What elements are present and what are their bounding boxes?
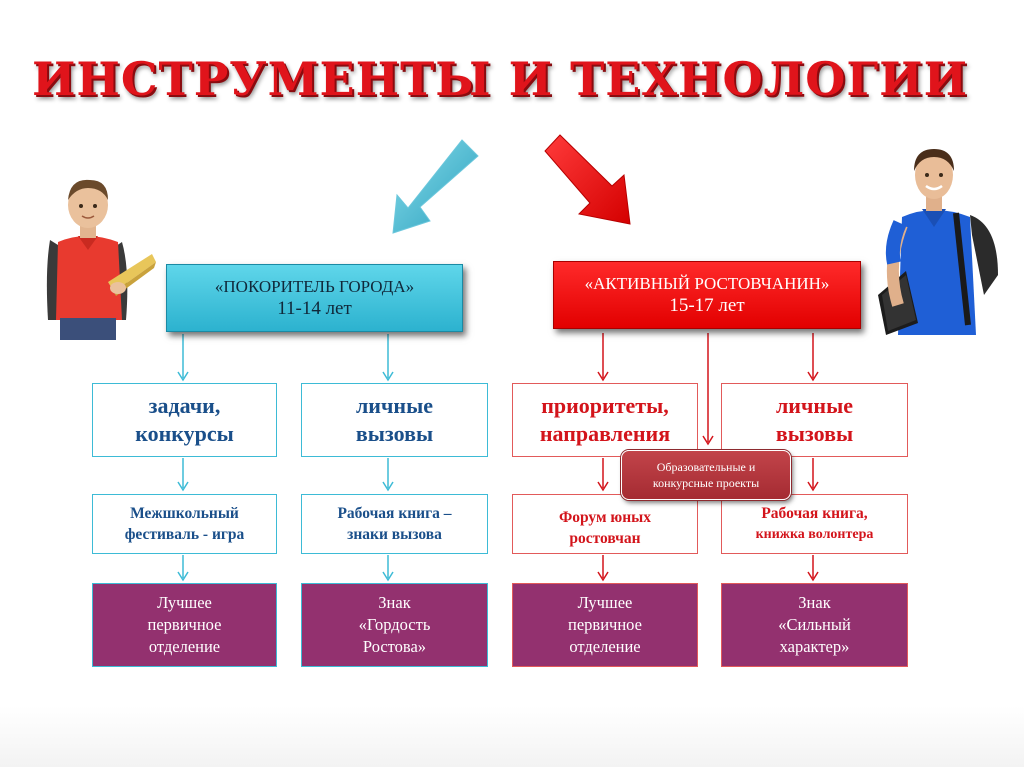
box-workbook-signs: Рабочая книга – знаки вызова: [301, 494, 488, 554]
box-line: знаки вызова: [347, 526, 442, 543]
box-line: приоритеты,: [541, 393, 669, 418]
box-line: вызовы: [355, 421, 434, 446]
boy-with-backpack-illustration: [46, 179, 156, 340]
box-personal-challenges: личные вызовы: [301, 383, 488, 457]
box-line: личные: [355, 393, 434, 418]
box-line: фестиваль - игра: [124, 526, 245, 543]
red-diagonal-arrow: [544, 134, 631, 225]
box-line: отделение: [148, 637, 221, 656]
teen-with-backpack-illustration: [878, 149, 998, 335]
callout-educational-projects: Образовательные и конкурсные проекты: [621, 450, 791, 500]
box-priorities-directions: приоритеты, направления: [512, 383, 698, 457]
box-line: Знак: [378, 593, 411, 612]
box-line: Знак: [798, 593, 831, 612]
box-line: конкурсы: [135, 421, 234, 446]
box-line: Лучшее: [157, 593, 212, 612]
box-line: книжка волонтера: [755, 527, 874, 542]
box-youth-forum: Форум юных ростовчан: [512, 494, 698, 554]
box-line: Ростова»: [362, 637, 427, 656]
red-connectors: [597, 333, 819, 582]
box-line: личные: [775, 393, 854, 418]
box-best-department-blue: Лучшее первичное отделение: [92, 583, 277, 667]
box-pride-of-rostov: Знак «Гордость Ростова»: [301, 583, 488, 667]
box-strong-character: Знак «Сильный характер»: [721, 583, 908, 667]
box-line: «Гордость: [358, 615, 431, 634]
program-age: 11-14 лет: [277, 298, 352, 319]
box-personal-challenges-red: личные вызовы: [721, 383, 908, 457]
blue-connectors: [177, 334, 394, 582]
callout-line: Образовательные и: [656, 460, 756, 474]
program-name: «ПОКОРИТЕЛЬ ГОРОДА»: [214, 277, 415, 296]
box-tasks-contests: задачи, конкурсы: [92, 383, 277, 457]
slide-title: ИНСТРУМЕНТЫ И ТЕХНОЛОГИИ: [31, 52, 969, 106]
box-line: характер»: [779, 637, 850, 656]
box-line: отделение: [569, 637, 641, 656]
box-line: задачи,: [148, 393, 221, 418]
box-line: первичное: [147, 615, 222, 634]
box-line: Лучшее: [577, 593, 633, 612]
box-line: вызовы: [775, 421, 854, 446]
program-box-pokoritel: «ПОКОРИТЕЛЬ ГОРОДА» 11-14 лет: [166, 264, 463, 332]
box-line: ростовчан: [569, 530, 641, 547]
box-line: Форум юных: [558, 509, 652, 526]
program-box-aktivny: «АКТИВНЫЙ РОСТОВЧАНИН» 15-17 лет: [553, 261, 861, 329]
program-age: 15-17 лет: [669, 295, 745, 316]
box-line: «Сильный: [778, 615, 851, 634]
program-name: «АКТИВНЫЙ РОСТОВЧАНИН»: [584, 274, 830, 293]
box-line: первичное: [568, 615, 642, 634]
box-best-department-red: Лучшее первичное отделение: [512, 583, 698, 667]
box-line: Рабочая книга –: [337, 505, 452, 522]
box-workbook-volunteer: Рабочая книга, книжка волонтера: [721, 494, 908, 554]
blue-diagonal-arrow: [392, 139, 479, 234]
box-line: направления: [539, 421, 671, 446]
box-line: Межшкольный: [130, 505, 239, 522]
box-line: Рабочая книга,: [761, 505, 868, 522]
callout-line: конкурсные проекты: [652, 476, 760, 490]
box-interschool-festival: Межшкольный фестиваль - игра: [92, 494, 277, 554]
